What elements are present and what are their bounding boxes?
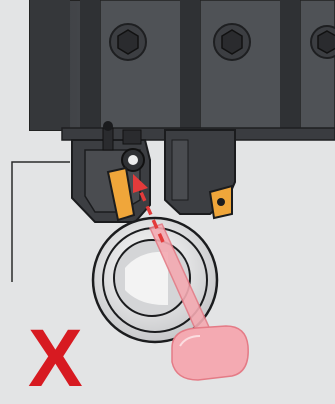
incorrect-mark: X [28, 318, 83, 400]
turret-body [30, 0, 335, 130]
hex-socket-screw-icon [214, 24, 250, 60]
leader-line [12, 162, 70, 282]
hex-socket-screw-icon [110, 24, 146, 60]
hex-socket-screw-icon [311, 26, 335, 58]
cutting-insert-icon [210, 186, 232, 218]
